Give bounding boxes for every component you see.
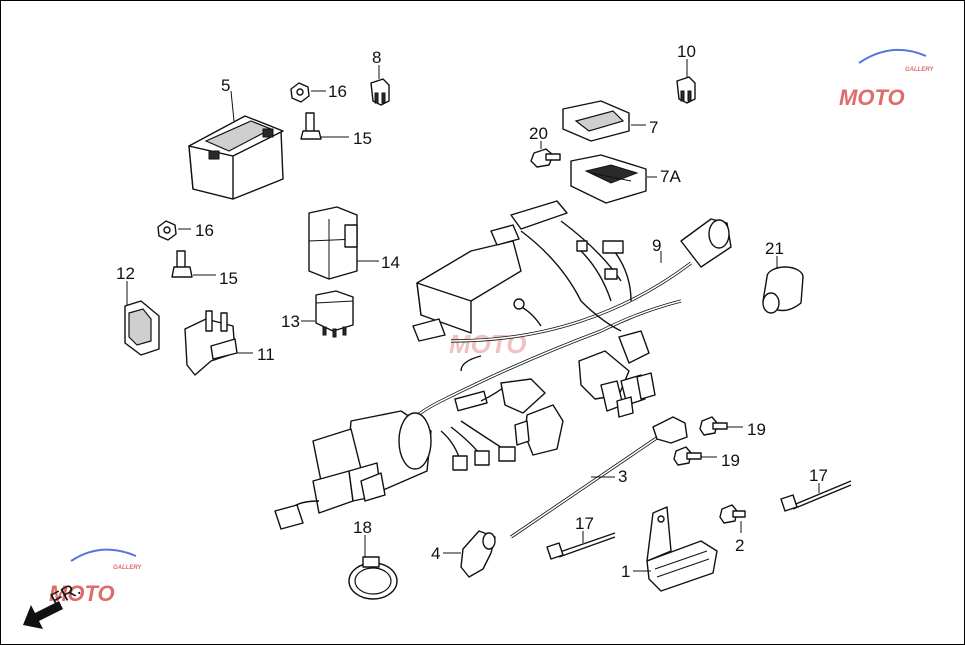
bracket-11 — [184, 310, 238, 376]
bolt-2 — [719, 504, 746, 524]
relay-14 — [308, 206, 358, 280]
callout-3: 3 — [618, 467, 627, 486]
callout-20: 20 — [529, 124, 548, 143]
cable-tie-17-right — [780, 480, 852, 512]
flasher-12 — [124, 300, 160, 356]
relay-13 — [315, 290, 354, 338]
callout-10: 10 — [677, 42, 696, 61]
callout-4: 4 — [431, 544, 440, 563]
callout-13: 13 — [281, 312, 300, 331]
callout-9: 9 — [652, 236, 661, 255]
watermark-logo-bottom: MOTO GALLERY — [49, 548, 143, 606]
regulator-7a — [570, 154, 647, 204]
bolt-19-lower — [673, 446, 702, 466]
watermark-text-center: MOTO — [449, 329, 527, 359]
callout-15b: 15 — [219, 269, 238, 288]
callout-19a: 19 — [747, 420, 766, 439]
callout-16a: 16 — [328, 82, 347, 101]
watermark-logo-top: MOTO GALLERY — [839, 48, 935, 110]
cable-tie-17-mid — [546, 532, 616, 560]
callout-5: 5 — [221, 76, 230, 95]
callout-7: 7 — [649, 118, 658, 137]
callout-14: 14 — [381, 253, 400, 272]
bracket-1 — [646, 506, 718, 592]
spark-plug-cap-4 — [460, 530, 496, 578]
callout-21: 21 — [765, 239, 784, 258]
callout-18: 18 — [353, 518, 372, 537]
callout-12: 12 — [116, 264, 135, 283]
callout-1: 1 — [621, 562, 630, 581]
watermark-logo-center: MOTO — [449, 329, 527, 359]
battery — [188, 115, 284, 200]
watermark-subtext-bottom: GALLERY — [113, 565, 143, 571]
fuse-8 — [370, 78, 390, 106]
cable-3 — [510, 416, 688, 539]
callout-8: 8 — [372, 48, 381, 67]
callout-2: 2 — [735, 536, 744, 555]
callout-17b: 17 — [809, 466, 828, 485]
watermark-subtext-top: GALLERY — [905, 67, 935, 73]
nut-16-top — [290, 82, 310, 103]
watermark-text-top: MOTO — [839, 85, 905, 110]
bolt-15-top — [300, 112, 322, 140]
watermark-text-bottom: MOTO — [49, 581, 115, 606]
hose-clamp-18 — [348, 556, 398, 600]
callout-19b: 19 — [721, 451, 740, 470]
fuse-10 — [676, 76, 696, 104]
wiring-harness-9 — [274, 200, 732, 530]
callout-17a: 17 — [575, 514, 594, 533]
callout-16b: 16 — [195, 221, 214, 240]
callout-11: 11 — [257, 345, 275, 364]
cap-21 — [762, 266, 804, 314]
bolt-20 — [530, 148, 561, 168]
bolt-19-upper — [699, 416, 728, 436]
callout-7a: 7A — [660, 167, 681, 186]
nut-16-lower — [157, 220, 177, 241]
callout-15a: 15 — [353, 129, 372, 148]
bolt-15-lower — [171, 250, 193, 278]
regulator-cover-7 — [562, 100, 630, 142]
